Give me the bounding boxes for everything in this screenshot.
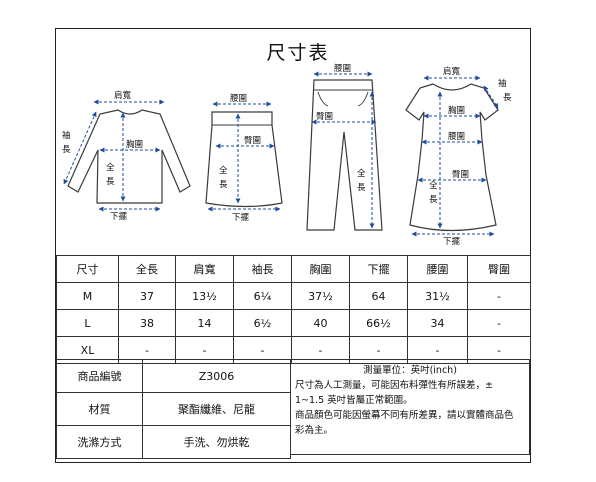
table-cell: 13½ [175,282,234,310]
table-row: M 37 13½ 6¼ 37½ 64 31½ - [56,282,531,310]
pants-label-length-2: 長 [357,183,366,193]
table-cell: 66½ [349,309,408,337]
shirt-label-length-1: 全 [106,162,115,173]
table-cell: - [467,282,531,310]
skirt-outline [205,111,283,208]
table-cell: 37½ [291,282,350,310]
dress-sleeve-measure [483,85,499,109]
measurement-note-line-2: 1~1.5 英吋皆屬正常範圍。 [295,395,413,406]
header-cell: 尺寸 [56,255,119,283]
product-info-row: 商品編號 Z3006 [56,359,291,393]
table-cell: 64 [349,282,408,310]
shirt-label-sleeve-2: 長 [62,145,71,155]
product-info-row: 洗滌方式 手洗、勿烘乾 [56,425,291,459]
dress-label-length-1: 全 [429,180,438,191]
dress-label-length-2: 長 [429,195,438,205]
header-cell: 下擺 [349,255,408,283]
pants-diagram: 腰圍 臀圍 全 長 [306,64,383,231]
product-code-value: Z3006 [142,359,291,393]
header-cell: 腰圍 [407,255,468,283]
shirt-outline [67,109,191,204]
pants-label-waist: 腰圍 [334,64,351,74]
unit-note: 測量單位：英吋(inch) [363,365,457,376]
product-info-row: 材質 聚酯纖維、尼龍 [56,392,291,426]
dress-label-sleeve-2: 長 [503,93,512,103]
washing-value: 手洗、勿烘乾 [142,425,291,459]
table-cell: - [467,309,531,337]
table-cell: 6¼ [233,282,292,310]
table-cell: 40 [291,309,350,337]
skirt-label-hem: 下擺 [232,212,250,223]
size-chart-frame [55,28,531,463]
pants-label-length-1: 全 [357,168,366,179]
dress-diagram: 肩寬 袖 長 胸圍 腰圍 臀圍 全 長 下擺 [405,66,512,247]
shirt-label-length-2: 長 [106,177,115,187]
table-cell: 31½ [407,282,468,310]
header-cell: 袖長 [233,255,292,283]
shirt-sleeve-measure [63,111,97,185]
skirt-label-hip: 臀圍 [244,136,261,146]
header-cell: 全長 [118,255,176,283]
table-cell: 34 [407,309,468,337]
dress-outline [405,83,499,232]
table-cell: M [56,282,119,310]
pants-label-hip: 臀圍 [316,112,333,122]
garment-diagrams: 肩寬 袖 長 胸圍 全 長 下擺 腰圍 臀圍 全 長 下擺 腰圍 臀圍 全 長 [62,64,512,247]
skirt-label-waist: 腰圍 [230,94,247,104]
table-cell: 38 [118,309,176,337]
material-label: 材質 [56,392,143,426]
size-table-header-row: 尺寸 全長 肩寬 袖長 胸圍 下擺 腰圍 臀圍 [56,255,531,283]
notes-panel: 測量單位：英吋(inch) 尺寸為人工測量，可能因布料彈性有所誤差，± 1~1.… [290,359,530,455]
header-cell: 胸圍 [291,255,350,283]
shirt-label-shoulder: 肩寬 [114,90,132,101]
pants-outline [306,79,383,231]
table-cell: 6½ [233,309,292,337]
material-value: 聚酯纖維、尼龍 [142,392,291,426]
table-cell: 37 [118,282,176,310]
table-cell: 14 [175,309,234,337]
skirt-label-length-1: 全 [219,165,228,176]
shirt-label-sleeve-1: 袖 [62,130,71,141]
table-cell: L [56,309,119,337]
page-title: 尺寸表 [266,42,330,64]
shirt-diagram: 肩寬 袖 長 胸圍 全 長 下擺 [62,90,191,222]
shirt-label-hem: 下擺 [110,211,128,222]
header-cell: 肩寬 [175,255,234,283]
color-note-line-1: 商品顏色可能因螢幕不同有所差異，請以實體商品色 [295,410,514,421]
table-row: L 38 14 6½ 40 66½ 34 - [56,309,531,337]
color-note-line-2: 彩為主。 [295,425,334,436]
skirt-diagram: 腰圍 臀圍 全 長 下擺 [205,94,283,223]
dress-label-hip: 臀圍 [452,170,469,180]
dress-label-sleeve-1: 袖 [498,78,507,89]
product-info-table: 商品編號 Z3006 材質 聚酯纖維、尼龍 洗滌方式 手洗、勿烘乾 [56,359,291,459]
product-code-label: 商品編號 [56,359,143,393]
size-table: 尺寸 全長 肩寬 袖長 胸圍 下擺 腰圍 臀圍 M 37 13½ 6¼ 37½ … [56,255,531,364]
skirt-label-length-2: 長 [219,180,228,190]
dress-label-chest: 胸圍 [448,105,465,116]
header-cell: 臀圍 [467,255,531,283]
measurement-note-line-1: 尺寸為人工測量，可能因布料彈性有所誤差，± [295,380,493,391]
shirt-label-chest: 胸圍 [126,139,143,150]
dress-label-hem: 下擺 [443,236,461,247]
dress-label-shoulder: 肩寬 [443,66,461,77]
dress-label-waist: 腰圍 [448,132,465,142]
washing-label: 洗滌方式 [56,425,143,459]
